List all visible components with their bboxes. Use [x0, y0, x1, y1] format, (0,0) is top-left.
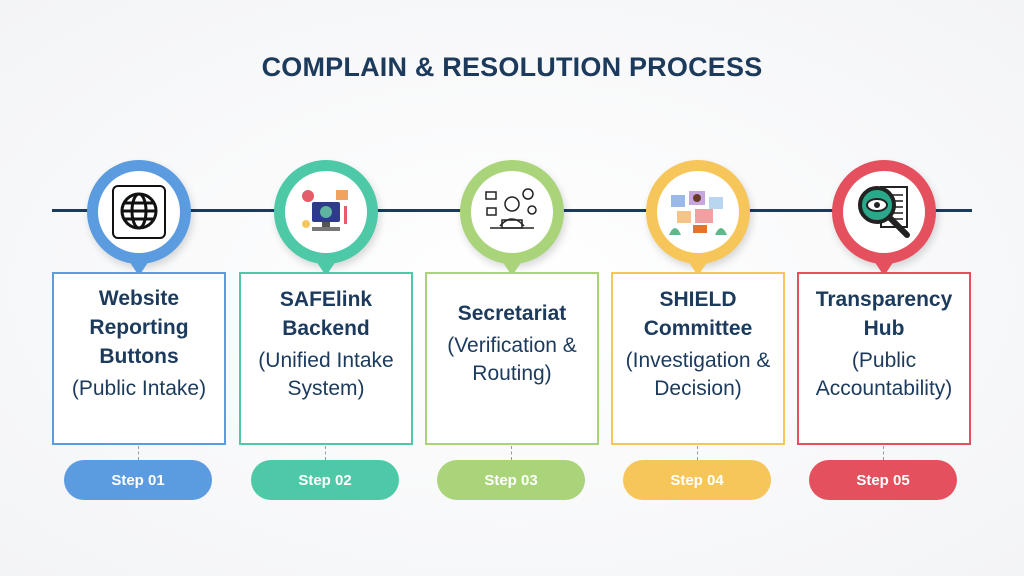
step-badge: Step 01 [64, 460, 212, 500]
step-heading: SHIELD Committee [643, 287, 753, 340]
step-card: SHIELD Committee (Investigation & Decisio… [611, 272, 785, 445]
step-1: Website Reporting Buttons (Public Intake)… [52, 0, 226, 576]
computer-icon [302, 190, 348, 231]
step-card: Website Reporting Buttons (Public Intake) [52, 272, 226, 445]
step-card: Transparency Hub (Public Accountability) [797, 272, 971, 445]
step-3: Secretariat (Verification & Routing) Step… [425, 0, 599, 576]
connector [883, 446, 884, 460]
globe-icon [112, 185, 166, 239]
step-2: SAFElink Backend(Unified Intake System) … [239, 0, 413, 576]
step-heading: Transparency Hub [815, 287, 953, 340]
connector [697, 446, 698, 460]
step-subtitle: (Investigation & Decision) [625, 348, 771, 400]
video-meeting-icon [669, 191, 727, 235]
step-pin [87, 160, 191, 276]
page-title: COMPLAIN & RESOLUTION PROCESS [261, 52, 763, 82]
connector [325, 446, 326, 460]
step-subtitle: (Public Accountability) [815, 348, 953, 400]
step-badge: Step 05 [809, 460, 957, 500]
connector [138, 446, 139, 460]
step-pin [274, 160, 378, 276]
step-5: Transparency Hub(Public Accountability) … [797, 0, 971, 576]
step-pin [832, 160, 936, 276]
step-pin [646, 160, 750, 276]
step-subtitle: (Unified Intake System) [258, 348, 394, 400]
step-card: SAFElink Backend (Unified Intake System) [239, 272, 413, 445]
step-badge: Step 03 [437, 460, 585, 500]
step-heading: Website Reporting Buttons [89, 287, 189, 368]
step-heading: SAFElink Backend [279, 287, 373, 340]
connector [511, 446, 512, 460]
person-desk-icon [485, 188, 537, 229]
step-4: SHIELD Committee (Investigation & Decisio… [611, 0, 785, 576]
step-subtitle: (Verification & Routing) [447, 334, 577, 385]
step-subtitle: (Public Intake) [71, 377, 207, 400]
step-badge: Step 02 [251, 460, 399, 500]
step-badge: Step 04 [623, 460, 771, 500]
magnifier-eye-icon [858, 186, 910, 238]
step-heading: Secretariat [457, 302, 567, 325]
step-card: Secretariat (Verification & Routing) [425, 272, 599, 445]
step-pin [460, 160, 564, 276]
